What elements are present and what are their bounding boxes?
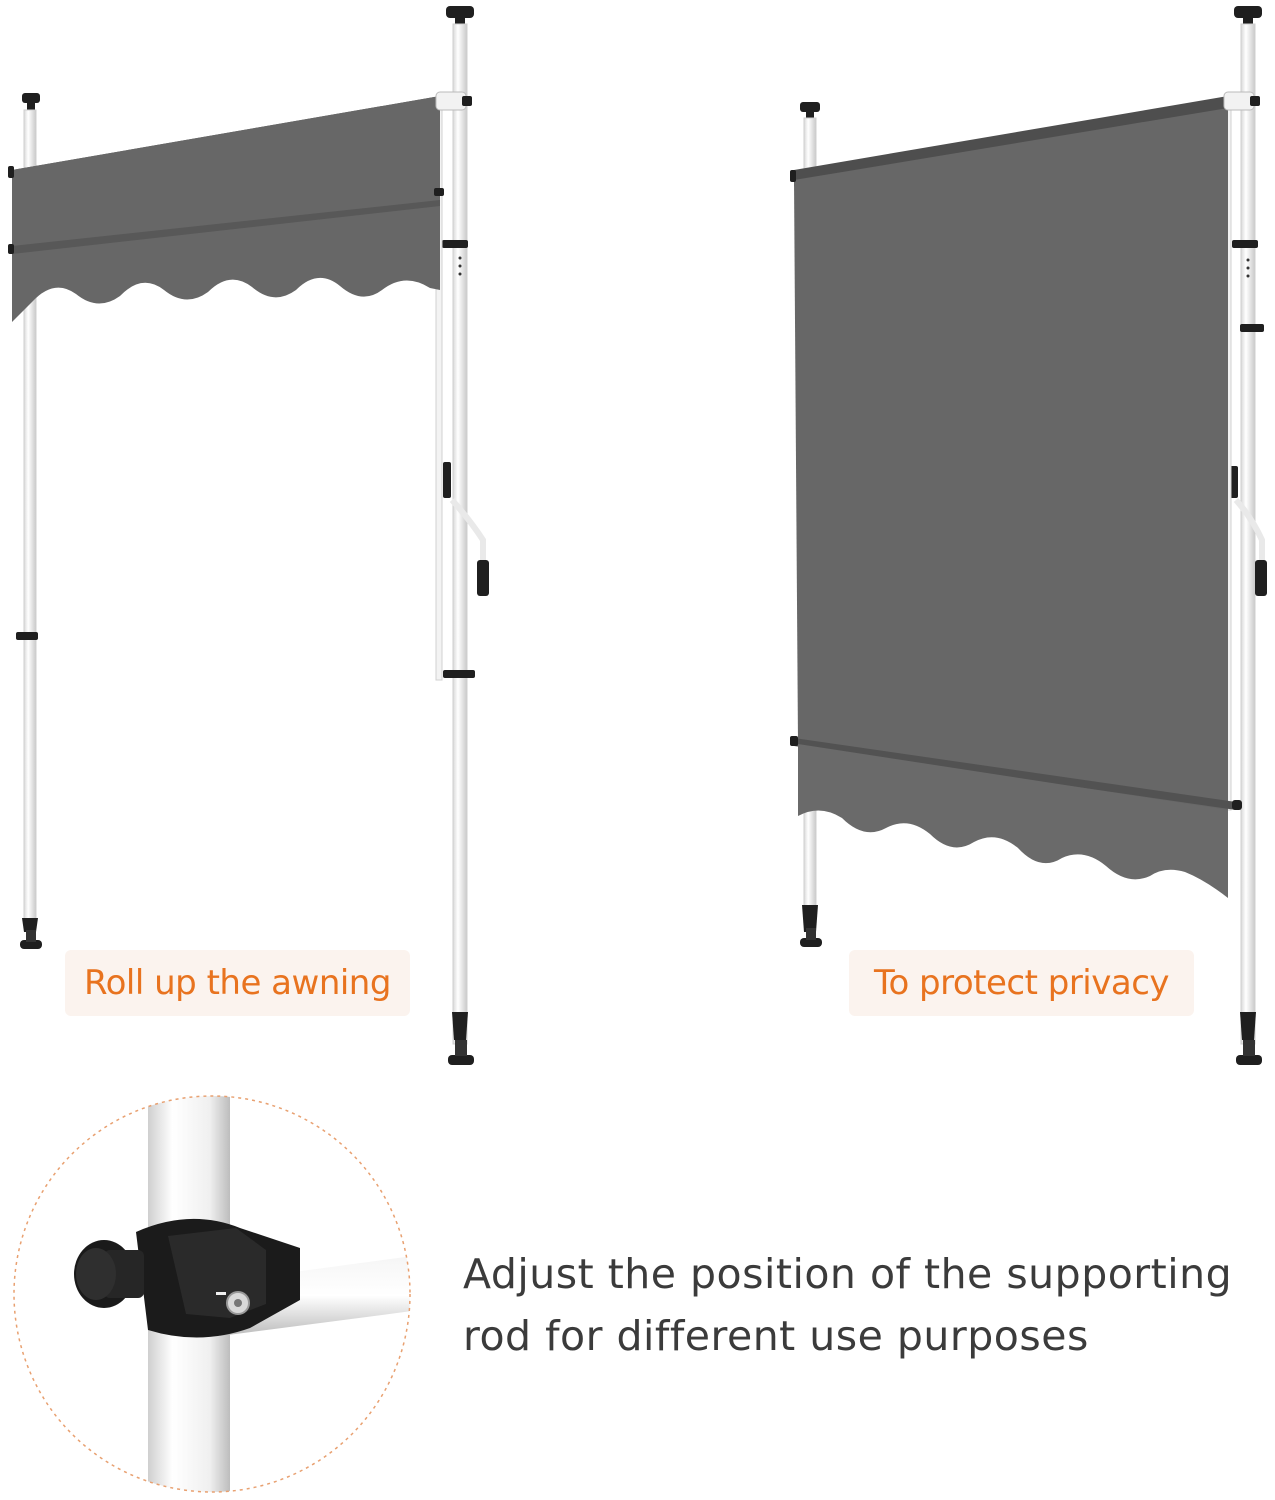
right-tall-pole: [1230, 6, 1267, 1065]
caption-line-1: Adjust the position of the supporting: [463, 1250, 1233, 1298]
awning-privacy-screen: [790, 6, 1267, 1065]
caption-line-2: rod for different use purposes: [463, 1312, 1089, 1360]
rolled-awning-fabric: [8, 96, 444, 322]
adjustment-caption: Adjust the position of the supporting ro…: [463, 1243, 1268, 1367]
privacy-label-text: To protect privacy: [873, 963, 1170, 1003]
roll-up-label-text: Roll up the awning: [84, 963, 391, 1003]
privacy-screen-fabric: [790, 96, 1242, 898]
privacy-label: To protect privacy: [849, 950, 1194, 1016]
left-tall-pole: [442, 6, 489, 1065]
roll-up-label: Roll up the awning: [65, 950, 410, 1016]
bracket-detail-zoom: [13, 1095, 411, 1493]
left-short-pole: [16, 93, 42, 949]
awning-rolled-up: [8, 6, 489, 1065]
